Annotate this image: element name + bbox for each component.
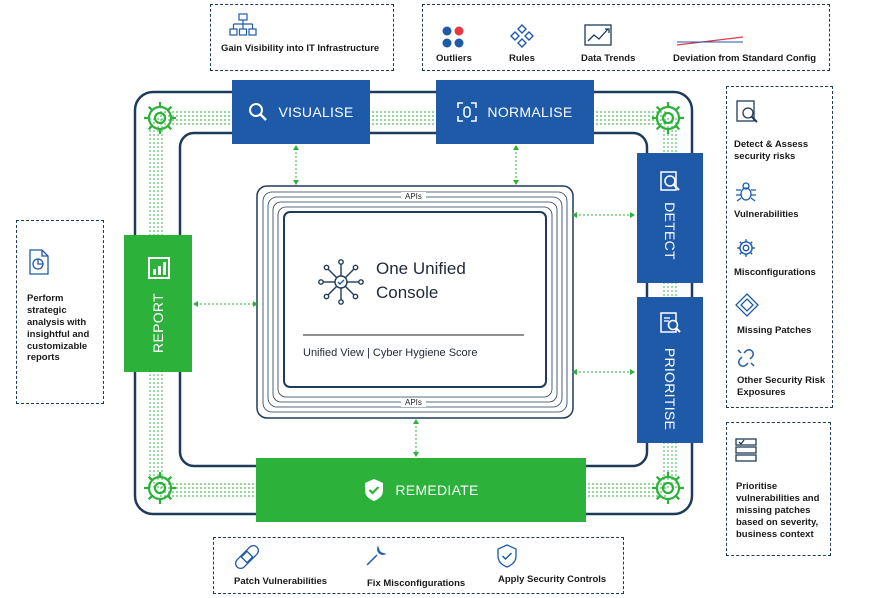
patch-diamond-icon — [735, 293, 759, 317]
prioritise-details-box: Prioritise vulnerabilities and missing p… — [726, 422, 831, 556]
search-icon — [249, 103, 268, 121]
console-subtitle: Unified View | Cyber Hygiene Score — [303, 347, 478, 359]
prioritise-details-text: Prioritise vulnerabilities and missing p… — [736, 481, 820, 540]
api-label-top: APIs — [401, 192, 426, 201]
bandage-icon — [234, 544, 260, 570]
detect-details-box: Detect & Assess security risks Vulnerabi… — [726, 86, 833, 408]
normalise-icon — [457, 102, 478, 122]
api-label-bottom: APIs — [401, 398, 426, 407]
patch-vulnerabilities-label: Patch Vulnerabilities — [234, 576, 328, 587]
remediate-details-box: Patch Vulnerabilities Fix Misconfigurati… — [213, 537, 624, 594]
report-chart-icon — [148, 257, 170, 279]
gear-icon — [144, 102, 176, 134]
gear-icon — [737, 239, 755, 257]
outliers-label: Outliers — [436, 53, 472, 64]
hub-network-icon — [318, 259, 364, 305]
report-details-box: Perform strategic analysis with insightf… — [16, 220, 104, 404]
prioritise-icon — [660, 312, 681, 333]
detect-icon — [660, 171, 680, 191]
detect-label: DETECT — [662, 202, 678, 260]
visualise-label: VISUALISE — [278, 104, 354, 120]
bug-icon — [736, 182, 756, 202]
vulnerabilities-label: Vulnerabilities — [734, 209, 799, 220]
misconfigurations-label: Misconfigurations — [734, 267, 816, 278]
outliers-dots-icon — [442, 26, 464, 48]
remediate-stage[interactable]: REMEDIATE — [256, 458, 586, 522]
prioritise-label: PRIORITISE — [662, 347, 678, 431]
fix-misconfigurations-label: Fix Misconfigurations — [367, 578, 466, 589]
other-exposures-label: Other Security Risk Exposures — [737, 375, 826, 398]
broken-link-icon — [737, 349, 755, 367]
deviation-line-icon — [676, 36, 744, 46]
priority-stack-icon — [735, 438, 757, 462]
normalise-details-box: Outliers Rules Data Trends Deviation fro… — [422, 4, 830, 71]
report-label: REPORT — [150, 293, 166, 353]
gear-icon — [652, 102, 684, 134]
visibility-text: Gain Visibility into IT Infrastructure — [221, 43, 380, 54]
remediate-label: REMEDIATE — [395, 482, 479, 498]
deviation-label: Deviation from Standard Config — [673, 53, 817, 64]
console-title-line2: Console — [376, 283, 439, 302]
normalise-stage[interactable]: NORMALISE — [436, 80, 594, 144]
rules-label: Rules — [509, 53, 535, 64]
wrench-icon — [366, 545, 387, 566]
gear-icon — [652, 472, 684, 504]
visibility-box: Gain Visibility into IT Infrastructure — [210, 4, 394, 71]
data-trends-label: Data Trends — [581, 53, 636, 64]
missing-patches-label: Missing Patches — [737, 325, 812, 336]
prioritise-stage[interactable]: PRIORITISE — [637, 297, 703, 443]
normalise-label: NORMALISE — [487, 104, 573, 120]
report-details-text: Perform strategic analysis with insightf… — [27, 293, 90, 364]
shield-check-icon — [497, 544, 517, 568]
detect-stage[interactable]: DETECT — [637, 153, 703, 283]
shield-check-icon — [365, 479, 384, 501]
console-title: One Unified Console — [376, 257, 466, 305]
rules-icon — [510, 24, 534, 48]
network-tree-icon — [229, 13, 257, 36]
detect-assess-icon — [736, 100, 758, 123]
apply-controls-label: Apply Security Controls — [498, 574, 607, 585]
report-document-icon — [29, 249, 49, 275]
data-trends-icon — [584, 24, 612, 46]
visualise-stage[interactable]: VISUALISE — [232, 80, 370, 144]
gear-icon — [144, 472, 176, 504]
detect-assess-label: Detect & Assess security risks — [734, 139, 809, 162]
console-title-line1: One Unified — [376, 259, 466, 278]
report-stage[interactable]: REPORT — [124, 235, 192, 372]
